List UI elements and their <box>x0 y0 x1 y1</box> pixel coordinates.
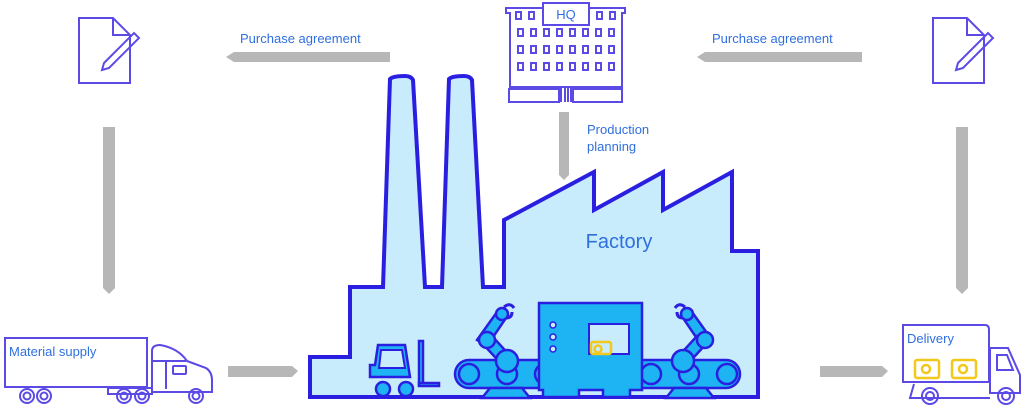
hq-window <box>556 45 563 54</box>
hq-window <box>517 28 524 37</box>
hq-window <box>608 62 615 71</box>
hq-window <box>530 62 537 71</box>
camera-product-icon <box>913 358 941 380</box>
hq-window <box>556 62 563 71</box>
document-pencil-icon <box>932 17 995 84</box>
robot-arm-left-icon <box>475 303 520 374</box>
purchase-agreement-left-label: Purchase agreement <box>240 31 361 46</box>
hq-window <box>530 45 537 54</box>
delivery-truck: Delivery <box>902 324 1021 405</box>
arrow-supply-to-factory <box>228 366 298 377</box>
hq-window <box>569 28 576 37</box>
arrow-factory-to-delivery <box>820 366 888 377</box>
wheels <box>19 388 204 404</box>
camera-product-icon <box>950 358 978 380</box>
purchase-agreement-right-label: Purchase agreement <box>712 31 833 46</box>
camera-product-icon <box>589 340 613 356</box>
production-planning-label-line1: Production <box>587 122 649 137</box>
hq-window <box>582 62 589 71</box>
hq-window <box>596 11 603 20</box>
hq-window <box>569 45 576 54</box>
factory-label: Factory <box>586 231 653 253</box>
hq-window <box>582 45 589 54</box>
material-supply-label: Material supply <box>9 344 97 359</box>
delivery-label: Delivery <box>907 331 954 346</box>
hq-window <box>543 28 550 37</box>
arrow-hq-to-factory <box>559 112 569 180</box>
hq-window <box>608 45 615 54</box>
hq-label: HQ <box>556 7 576 22</box>
hq-window <box>595 62 602 71</box>
arrow-hq-to-left-document <box>226 52 390 62</box>
factory-building <box>308 73 760 399</box>
hq-window <box>543 45 550 54</box>
production-planning-label-line2: planning <box>587 139 636 154</box>
arrow-hq-to-right-document <box>697 52 862 62</box>
hq-window <box>608 28 615 37</box>
hq-window <box>609 11 616 20</box>
robot-arm-right-icon <box>670 303 715 374</box>
hq-window <box>595 45 602 54</box>
hq-window <box>517 62 524 71</box>
hq-window <box>517 45 524 54</box>
hq-window <box>528 11 535 20</box>
hq-window <box>595 28 602 37</box>
material-supply-truck: Material supply <box>4 337 213 404</box>
hq-window <box>515 11 522 20</box>
hq-windows <box>515 11 616 71</box>
arrow-left-document-to-truck <box>103 127 115 294</box>
hq-building: HQ <box>505 2 626 103</box>
document-pencil-icon <box>78 17 141 84</box>
hq-window <box>556 28 563 37</box>
hq-window <box>530 28 537 37</box>
hq-window <box>569 62 576 71</box>
hq-window <box>582 28 589 37</box>
forklift-icon <box>368 339 441 398</box>
processing-machine <box>537 301 644 399</box>
arrow-right-document-to-delivery <box>956 127 968 294</box>
hq-window <box>543 62 550 71</box>
